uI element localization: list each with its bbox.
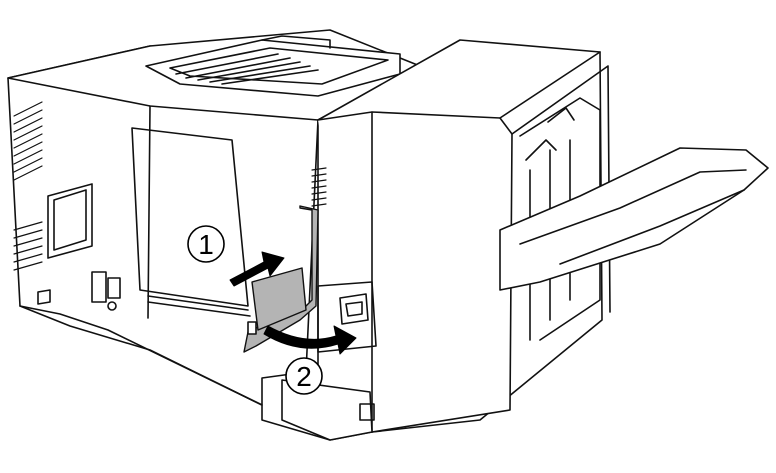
finisher-unit [317, 39, 611, 433]
vent-grille-finisher [311, 167, 327, 207]
output-tray [145, 35, 401, 97]
access-panel [131, 127, 251, 317]
extended-tray [499, 147, 769, 291]
rear-panel [37, 183, 121, 311]
arrow-step-1 [229, 251, 285, 287]
duplex-connector [281, 281, 377, 441]
step-callout-1: 1 [187, 225, 225, 263]
step-callout-2: 2 [285, 357, 323, 395]
cover-part-shape [243, 205, 319, 353]
arrow-step-2 [263, 325, 357, 355]
arrow-2-shape [263, 325, 357, 355]
step-callout-2-label: 2 [296, 361, 312, 392]
arrow-1-shape [229, 251, 285, 287]
vent-grille-left [13, 101, 43, 271]
cover-part [243, 205, 319, 353]
step-callout-1-label: 1 [198, 229, 214, 260]
